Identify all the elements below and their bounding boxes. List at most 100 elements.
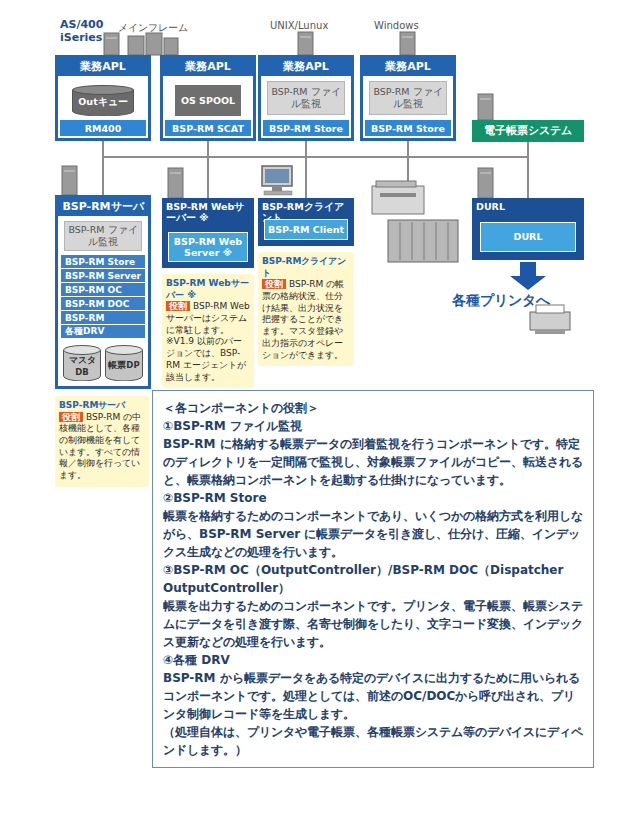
component-band: BSP-RM Server [61, 269, 145, 282]
network-line [103, 142, 528, 195]
panel-heading: ＜各コンポーネントの役割＞ [163, 399, 583, 417]
component-label: RM400 [85, 123, 122, 134]
system-box: 業務APL BSP-RM ファイル監視 BSP-RM Store [360, 55, 456, 141]
box-heading: 業務APL [58, 58, 148, 76]
server-icon [62, 166, 77, 195]
spool-box: OS SPOOL [175, 85, 241, 116]
output-label: 各種プリンタへ [452, 292, 550, 310]
client-computer-icon [262, 166, 292, 195]
component-band: BSP-RM Store [263, 120, 349, 136]
component-box: DURL [480, 222, 576, 252]
component-label: BSP-RM Server [65, 271, 141, 281]
component-box: BSP-RM ファイル監視 [267, 81, 345, 115]
box-heading: BSP-RMサーバ [58, 198, 148, 216]
component-label: BSP-RM Store [269, 123, 343, 134]
panel-heading: ③BSP-RM OC（OutputController）/BSP-RM DOC（… [163, 561, 583, 597]
component-label: BSP-RM ファイル監視 [270, 86, 342, 110]
platform-label: Windows [374, 20, 419, 31]
component-label: 電子帳票システム [484, 124, 572, 138]
box-heading: 業務APL [261, 58, 351, 76]
queue-cylinder: Outキュー [72, 85, 134, 116]
system-box: 電子帳票システム [472, 120, 584, 142]
panel-text: （処理自体は、プリンタや電子帳票、各種帳票システム等のデバイスにディペンドします… [163, 723, 583, 759]
role-callout: BSP-RMサーバ役割BSP-RM の中核機能として、各種の制御機能を有していま… [55, 396, 149, 487]
server-icon [400, 32, 415, 55]
component-box: BSP-RM ファイル監視 [64, 221, 142, 251]
system-box: 業務APL BSP-RM ファイル監視 BSP-RM Store [258, 55, 354, 141]
description-panel: ＜各コンポーネントの役割＞①BSP-RM ファイル監視BSP-RM に格納する帳… [152, 390, 594, 768]
component-band: BSP-RM Store [61, 255, 145, 268]
box-heading: 業務APL [363, 58, 453, 76]
network-line [103, 141, 208, 195]
callout-title: BSP-RMサーバ [59, 400, 145, 412]
component-label: 帳票DP [108, 360, 139, 372]
component-band: BSP-RM Store [365, 120, 451, 136]
component-label: 各種DRV [65, 325, 104, 338]
network-line [103, 157, 528, 198]
component-label: DURL [514, 231, 543, 242]
system-box: 業務APL OS SPOOL BSP-RM SCAT [160, 55, 256, 141]
network-line [103, 157, 306, 198]
component-label: BSP-RM OC [65, 285, 122, 295]
role-callout: BSP-RM Webサーバー ※役割BSP-RM Web サーバーはシステムに常… [162, 274, 254, 388]
callout-title: BSP-RM Webサーバー ※ [166, 278, 250, 301]
output-arrow [510, 262, 546, 290]
server-icon [168, 168, 183, 198]
server-icon [298, 32, 313, 55]
server-icon [478, 168, 493, 198]
platform-label: UNIX/Lunux [270, 20, 328, 31]
panel-text: BSP-RM から帳票データをある特定のデバイスに出力するために用いられるコンポ… [163, 669, 583, 723]
server-box: BSP-RMクライアントBSP-RM Client [258, 198, 354, 246]
role-tag: 役割 [166, 301, 190, 311]
server-icon [104, 33, 119, 55]
panel-text: 帳票を格納するためのコンポーネントであり、いくつかの格納方式を利用しながら、BS… [163, 507, 583, 561]
component-box: BSP-RM Web Server ※ [168, 232, 248, 262]
network-line [103, 141, 306, 195]
server-box: BSP-RM Webサーバー ※ BSP-RM Web Server ※ [162, 198, 254, 268]
database-cylinder: 帳票DP [105, 345, 143, 381]
component-box: BSP-RM Client [264, 219, 348, 240]
network-line [103, 157, 208, 198]
component-label: BSP-RM ファイル監視 [67, 224, 139, 248]
component-band: BSP-RM OC [61, 283, 145, 296]
printer-icon [530, 305, 570, 334]
component-label: BSP-RM DOC [65, 299, 129, 309]
component-box: BSP-RM ファイル監視 [369, 81, 447, 115]
component-label: BSP-RM Web Server ※ [170, 236, 246, 259]
platform-label: AS/400 iSeries [60, 19, 106, 44]
component-label: BSP-RM Store [371, 123, 445, 134]
component-band: BSP-RM SCAT [165, 120, 251, 136]
panel-heading: ①BSP-RM ファイル監視 [163, 417, 583, 435]
box-heading: 業務APL [163, 58, 253, 76]
component-band: BSP-RM DOC [61, 297, 145, 310]
system-box: 業務APL Outキュー RM400 [55, 55, 151, 141]
panel-text: BSP-RM に格納する帳票データの到着監視を行うコンポーネントです。特定のディ… [163, 435, 583, 489]
component-label: BSP-RM [65, 313, 104, 323]
role-callout: BSP-RMクライアント役割BSP-RM の帳票の格納状況、仕分け結果、出力状況… [258, 252, 354, 366]
platform-label: メインフレーム [118, 21, 188, 35]
panel-heading: ②BSP-RM Store [163, 489, 583, 507]
system-box: BSP-RMサーバ BSP-RM ファイル監視 BSP-RM StoreBSP-RM… [55, 195, 151, 389]
component-label: Outキュー [78, 96, 127, 109]
panel-text: 帳票を出力するためのコンポーネントです。プリンタ、電子帳票、帳票システムにデータ… [163, 597, 583, 651]
network-line [103, 141, 408, 195]
callout-body: BSP-RM の帳票の格納状況、仕分け結果、出力状況を把握することができます。マ… [262, 279, 344, 359]
server-icon [478, 94, 493, 120]
database-cylinder: マスタDB [63, 345, 101, 381]
callout-title: BSP-RMクライアント [262, 256, 350, 279]
component-label: OS SPOOL [181, 95, 235, 106]
role-tag: 役割 [262, 279, 286, 289]
component-label: BSP-RM Store [65, 257, 135, 267]
component-band: 各種DRV [61, 325, 145, 338]
role-tag: 役割 [59, 412, 83, 422]
component-label: BSP-RM ファイル監視 [372, 86, 444, 110]
component-band: RM400 [60, 120, 146, 136]
panel-heading: ④各種 DRV [163, 651, 583, 669]
component-label: BSP-RM Client [268, 224, 344, 235]
box-heading: DURL [476, 201, 580, 212]
mainframe-icon [128, 33, 178, 55]
component-band: BSP-RM [61, 311, 145, 324]
box-heading: BSP-RM Webサーバー ※ [166, 201, 250, 224]
server-box: DURL DURL [472, 198, 584, 260]
component-label: マスタDB [63, 355, 101, 377]
